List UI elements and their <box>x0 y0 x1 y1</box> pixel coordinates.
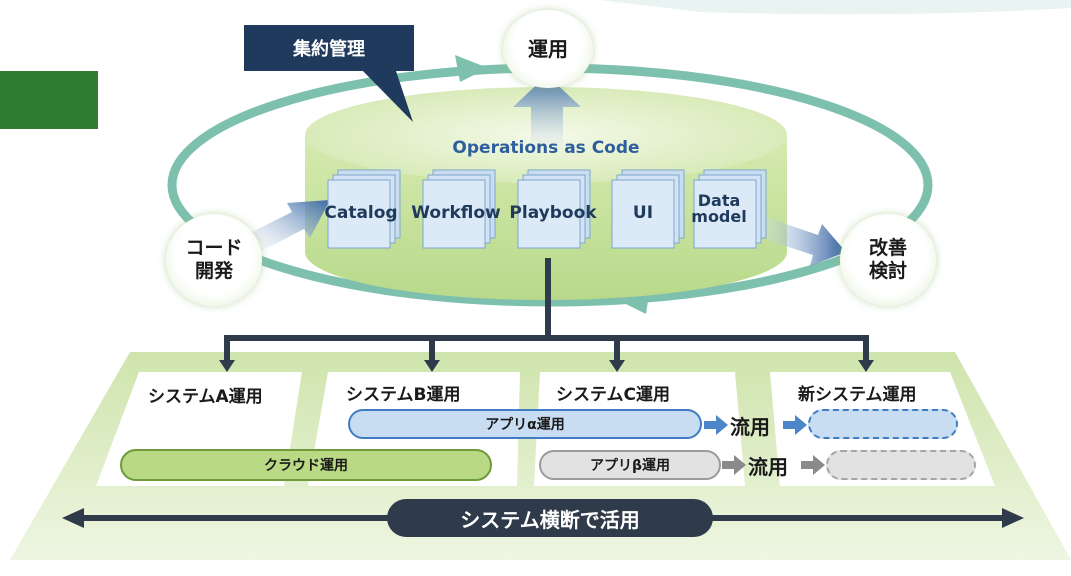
left-arrow <box>236 200 330 257</box>
right-arrow <box>755 215 846 266</box>
doc-stack-playbook <box>517 169 591 249</box>
app-beta-bar: アプリβ運用 <box>539 450 721 480</box>
node-improve: 改善 検討 <box>840 214 936 306</box>
doc-label-playbook: Playbook <box>509 203 597 223</box>
system-new-title: 新システム運用 <box>798 385 917 405</box>
callout-tail <box>360 68 413 122</box>
reuse-label-beta: 流用 <box>748 455 788 479</box>
core-title: Operations as Code <box>452 138 640 158</box>
node-code-dev-line2: 開発 <box>194 260 233 282</box>
doc-stack-ui <box>611 169 685 249</box>
node-operation-label: 運用 <box>528 37 568 61</box>
node-improve-line1: 改善 <box>868 237 907 260</box>
doc-stack-datamodel <box>693 169 767 249</box>
reuse-arrow-beta-1 <box>722 455 746 475</box>
app-alpha-new-placeholder <box>808 409 958 439</box>
app-alpha-label: アプリα運用 <box>485 417 565 433</box>
cross-system-banner: システム横断で活用 <box>387 499 713 537</box>
cloud-bar: クラウド運用 <box>120 449 492 481</box>
node-improve-line2: 検討 <box>868 260 907 282</box>
callout-text: 集約管理 <box>293 39 365 60</box>
cloud-label: クラウド運用 <box>264 458 348 474</box>
top-band <box>600 0 1071 15</box>
doc-label-datamodel: Data model <box>691 191 747 226</box>
doc-stack-workflow <box>422 169 496 249</box>
system-c-title: システムC運用 <box>556 385 670 405</box>
app-beta-new-placeholder <box>826 450 976 480</box>
app-beta-label: アプリβ運用 <box>589 458 671 474</box>
reuse-label-alpha: 流用 <box>730 415 770 439</box>
system-a-title: システムA運用 <box>148 387 263 407</box>
reuse-arrow-alpha-2 <box>783 415 807 435</box>
doc-label-catalog: Catalog <box>324 203 398 223</box>
cross-system-label: システム横断で活用 <box>460 507 640 532</box>
node-operation: 運用 <box>503 10 593 88</box>
doc-label-ui: UI <box>632 203 654 223</box>
reuse-arrow-alpha-1 <box>704 415 728 435</box>
callout-box: 集約管理 <box>244 25 414 71</box>
doc-label-workflow: Workflow <box>411 203 501 223</box>
app-alpha-bar: アプリα運用 <box>348 409 702 439</box>
doc-stack-catalog <box>327 169 401 249</box>
reuse-arrow-beta-2 <box>801 455 825 475</box>
node-code-dev: コード 開発 <box>166 214 262 306</box>
tree-connector <box>224 258 869 362</box>
green-block <box>0 71 98 129</box>
ring-arrowhead-top <box>455 55 488 82</box>
node-code-dev-line1: コード <box>185 237 243 260</box>
system-b-title: システムB運用 <box>346 385 461 405</box>
up-arrow <box>513 75 581 150</box>
tree-arrowheads <box>219 360 874 372</box>
